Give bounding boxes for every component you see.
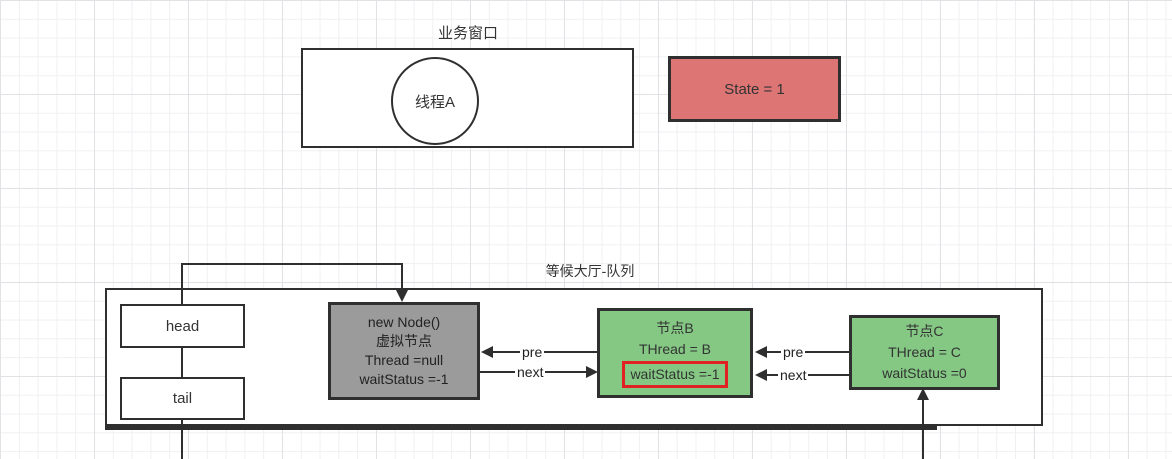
pre2-arrowhead-icon <box>755 346 767 358</box>
tail-connector-vline <box>922 398 924 459</box>
pre2-line <box>764 351 849 353</box>
container-bottom-thick-line <box>105 426 937 430</box>
tail-pointer-box[interactable]: tail <box>120 377 245 420</box>
node-b-waitstatus-highlight: waitStatus =-1 <box>622 361 728 388</box>
pre1-arrowhead-icon <box>481 346 493 358</box>
head-connector-vline <box>181 263 183 459</box>
head-connector-dropline <box>401 263 403 293</box>
virtual-node-line4: waitStatus =-1 <box>359 371 449 387</box>
virtual-node-line3: Thread =null <box>364 352 444 368</box>
node-b-thread: THread = B <box>639 341 711 357</box>
next1-label: next <box>515 364 546 380</box>
state-label: State = 1 <box>724 80 785 98</box>
thread-a-label: 线程A <box>414 93 455 111</box>
node-c-waitstatus: waitStatus =0 <box>882 365 967 381</box>
head-connector-hline <box>181 263 403 265</box>
node-c-title: 节点C <box>905 323 944 339</box>
virtual-node-line2: 虚拟节点 <box>376 333 432 349</box>
virtual-node-box[interactable]: new Node() 虚拟节点 Thread =null waitStatus … <box>328 302 480 400</box>
state-box[interactable]: State = 1 <box>668 56 841 122</box>
pre2-label: pre <box>781 344 806 360</box>
node-b-title: 节点B <box>656 320 694 336</box>
virtual-node-line1: new Node() <box>367 314 441 330</box>
business-window-title: 业务窗口 <box>437 25 498 42</box>
head-label: head <box>165 317 200 335</box>
next2-label: next <box>778 367 809 383</box>
next1-arrowhead-icon <box>586 366 598 378</box>
node-c-thread: THread = C <box>888 344 961 360</box>
arrowhead-up-icon <box>917 388 929 400</box>
pre1-label: pre <box>520 344 545 360</box>
thread-a-circle[interactable]: 线程A <box>391 57 479 145</box>
node-b-box[interactable]: 节点B THread = B waitStatus =-1 <box>597 308 753 398</box>
head-pointer-box[interactable]: head <box>120 304 245 348</box>
node-c-box[interactable]: 节点C THread = C waitStatus =0 <box>849 315 1000 390</box>
arrowhead-down-icon <box>396 290 408 302</box>
tail-label: tail <box>172 390 193 407</box>
next2-arrowhead-icon <box>755 369 767 381</box>
queue-title: 等候大厅-队列 <box>545 263 635 279</box>
